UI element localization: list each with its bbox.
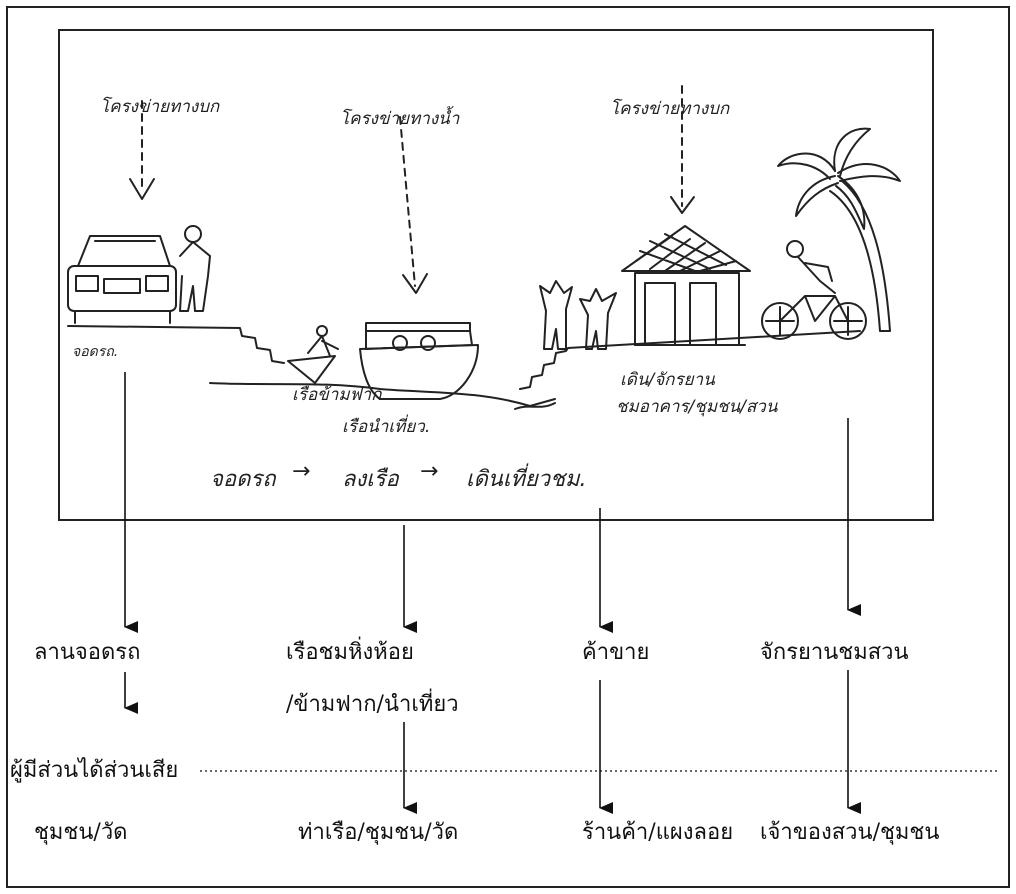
- stakeholder-garden-owner-community: เจ้าของสวน/ชุมชน: [760, 820, 940, 845]
- people-right-sketch: [539, 280, 617, 350]
- bicycle-sketch: [761, 240, 867, 340]
- tour-boat-label: เรือนำเที่ยว.: [342, 417, 431, 437]
- activity-trading: ค้าขาย: [582, 640, 650, 665]
- stakeholder-pier-community-temple: ท่าเรือ/ชุมชน/วัด: [298, 820, 459, 845]
- sketch-drawing: [67, 85, 901, 410]
- activity-boat-line2: /ข้ามฟาก/นำเที่ยว: [286, 692, 459, 717]
- arrow-head-land-right: [670, 196, 695, 214]
- activity-bike-garden: จักรยานชมสวน: [760, 640, 909, 665]
- flow-step-boat: ลงเรือ: [342, 467, 399, 492]
- activity-boat-line1: เรือชมหิ่งห้อย: [286, 640, 414, 665]
- water-line: [209, 382, 556, 407]
- stakeholder-community-temple: ชุมชน/วัด: [34, 820, 128, 845]
- stakeholder-shops-stalls: ร้านค้า/แผงลอย: [582, 820, 734, 845]
- stakeholder-label: ผู้มีส่วนได้ส่วนเสีย: [10, 758, 181, 784]
- flow-step-parking: จอดรถ: [210, 467, 276, 492]
- activity-parking-lot: ลานจอดรถ: [34, 640, 141, 665]
- water-network-label: โครงข่ายทางน้ำ: [340, 109, 460, 129]
- outer-frame: [6, 6, 1010, 888]
- arrow-head-water: [402, 273, 428, 294]
- tour-boat-sketch: [359, 322, 479, 400]
- arrow-head-land-left: [129, 178, 155, 200]
- land-network-right-label: โครงข่ายทางบก: [610, 99, 730, 119]
- ferry-boat-label: เรือข้ามฟาก: [292, 385, 382, 405]
- view-sights-label: ชมอาคาร/ชุมชน/สวน: [616, 397, 778, 417]
- palm-tree-sketch: [777, 127, 901, 332]
- flow-step-walk: เดินเที่ยวชม.: [466, 467, 587, 492]
- ground-left: [67, 325, 285, 364]
- pavilion-sketch: [621, 225, 751, 346]
- water-line-2: [514, 402, 556, 410]
- ground-right: [519, 330, 861, 390]
- walk-bike-label: เดิน/จักรยาน: [620, 370, 715, 390]
- dashed-arrow-water: [399, 116, 416, 287]
- land-network-left-label: โครงข่ายทางบก: [100, 97, 220, 117]
- sketch-box: โครงข่ายทางบก โครงข่ายทางน้ำ โครงข่ายทาง…: [58, 29, 934, 521]
- car-sketch: [67, 235, 177, 324]
- flow-arrow-2: →: [420, 459, 439, 484]
- ferry-boat-sketch: [287, 325, 339, 384]
- flow-arrow-1: →: [292, 459, 311, 484]
- parking-label: จอดรถ.: [72, 344, 119, 360]
- person-left-sketch: [179, 225, 211, 312]
